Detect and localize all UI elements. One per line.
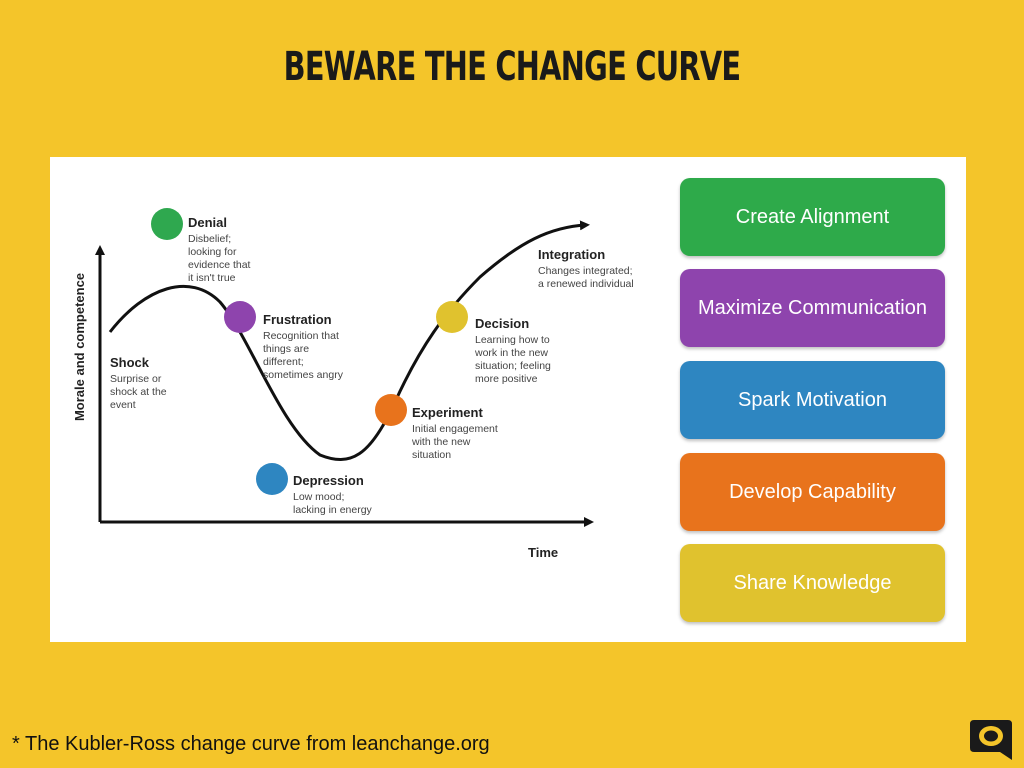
stage-title: Denial	[188, 215, 227, 230]
y-axis-label: Morale and competence	[72, 273, 87, 421]
stage-title: Shock	[110, 355, 150, 370]
stage-desc-line: Surprise or	[110, 373, 162, 385]
depression-marker	[256, 463, 288, 495]
stage-desc-line: looking for	[188, 246, 237, 258]
speech-bubble-logo-icon	[970, 720, 1012, 760]
stage-desc-line: work in the new	[474, 347, 548, 359]
denial-marker	[151, 208, 183, 240]
action-label: Share Knowledge	[733, 571, 892, 594]
stage-desc-line: Initial engagement	[412, 423, 498, 435]
stage-desc-line: event	[110, 399, 136, 411]
stage-desc-line: Changes integrated;	[538, 265, 633, 277]
stage-desc-line: shock at the	[110, 386, 167, 398]
stage-desc-line: situation; feeling	[475, 360, 551, 372]
stage-desc-line: Recognition that	[263, 330, 339, 342]
stage-desc-line: Disbelief;	[188, 233, 231, 245]
action-share-knowledge: Share Knowledge	[680, 544, 945, 622]
action-label: Maximize Communication	[698, 296, 927, 319]
footnote: * The Kubler-Ross change curve from lean…	[12, 733, 490, 755]
action-develop-capability: Develop Capability	[680, 453, 945, 531]
stage-desc-line: sometimes angry	[263, 369, 344, 381]
action-label: Spark Motivation	[738, 388, 887, 411]
x-axis-label: Time	[528, 545, 558, 560]
stage-title: Depression	[293, 473, 364, 488]
stage-desc-line: Low mood;	[293, 491, 344, 503]
frustration-marker	[224, 301, 256, 333]
change-curve-diagram: Morale and competence Time Shock Surpris…	[72, 208, 634, 560]
stage-title: Experiment	[412, 405, 483, 420]
stage-desc-line: Learning how to	[475, 334, 550, 346]
action-label: Develop Capability	[729, 480, 896, 503]
stage-desc-line: situation	[412, 449, 451, 461]
action-maximize-communication: Maximize Communication	[680, 269, 945, 347]
stage-title: Integration	[538, 247, 605, 262]
slide-title: BEWARE THE CHANGE CURVE	[283, 44, 742, 90]
stage-desc-line: a renewed individual	[538, 278, 634, 290]
action-create-alignment: Create Alignment	[680, 178, 945, 256]
stage-desc-line: with the new	[411, 436, 471, 448]
action-spark-motivation: Spark Motivation	[680, 361, 945, 439]
diagram-panel: Morale and competence Time Shock Surpris…	[50, 157, 966, 642]
action-label: Create Alignment	[735, 205, 890, 228]
change-curve	[108, 220, 590, 461]
stage-title: Decision	[475, 316, 529, 331]
stage-desc-line: more positive	[475, 373, 538, 385]
experiment-marker	[375, 394, 407, 426]
stage-desc-line: different;	[263, 356, 304, 368]
stage-desc-line: evidence that	[188, 259, 251, 271]
decision-marker	[436, 301, 468, 333]
stage-desc-line: it isn't true	[188, 272, 236, 284]
stage-desc-line: things are	[263, 343, 309, 355]
stage-title: Frustration	[263, 312, 332, 327]
stage-desc-line: lacking in energy	[293, 504, 373, 516]
